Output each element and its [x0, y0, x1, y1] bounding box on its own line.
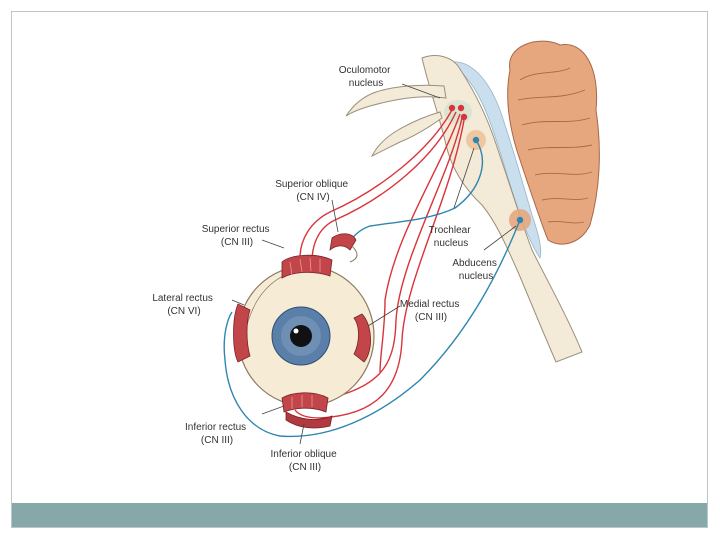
- label-inferior-rectus-line2: (CN III): [201, 435, 233, 446]
- label-lateral-rectus-line1: Lateral rectus: [152, 293, 213, 304]
- lateral-rectus-muscle: [233, 303, 251, 363]
- eyeball: [237, 265, 375, 407]
- label-superior-rectus-line1: Superior rectus: [202, 224, 270, 235]
- label-inferior-rectus-line1: Inferior rectus: [185, 422, 246, 433]
- label-medial-rectus-line1: Medial rectus: [400, 299, 459, 310]
- superior-rectus-muscle: [281, 254, 333, 279]
- abducens-nerve-cn6: [223, 219, 521, 438]
- medial-rectus-muscle: [353, 313, 371, 363]
- label-superior-oblique-line1: Superior oblique: [275, 179, 348, 190]
- leader-lines: [231, 83, 517, 445]
- label-oculomotor-nucleus: Oculomotor nucleus: [339, 65, 393, 89]
- label-superior-oblique: Superior oblique (CN IV): [275, 179, 351, 203]
- footer-bar: [12, 503, 707, 527]
- oculomotor-nucleus: [444, 100, 472, 124]
- label-trochlear-nucleus-line2: nucleus: [434, 238, 468, 249]
- label-abducens-nucleus: Abducens nucleus: [452, 258, 499, 282]
- label-oculomotor-nucleus-line1: Oculomotor: [339, 65, 391, 76]
- label-superior-rectus-line2: (CN III): [221, 237, 253, 248]
- label-abducens-nucleus-line2: nucleus: [459, 271, 493, 282]
- label-superior-oblique-line2: (CN IV): [296, 192, 329, 203]
- label-abducens-nucleus-line1: Abducens: [452, 258, 496, 269]
- inferior-oblique-muscle: [285, 411, 333, 429]
- superior-oblique-muscle: [329, 233, 358, 263]
- inferior-rectus-muscle: [281, 392, 329, 413]
- label-inferior-oblique: Inferior oblique (CN III): [271, 449, 340, 473]
- label-trochlear-nucleus-line1: Trochlear: [429, 225, 472, 236]
- label-medial-rectus-line2: (CN III): [415, 312, 447, 323]
- label-lateral-rectus-line2: (CN VI): [167, 306, 200, 317]
- label-medial-rectus: Medial rectus (CN III): [400, 299, 462, 323]
- midbrain-stubs: [345, 84, 447, 158]
- trochlear-nerve-cn4: [347, 139, 484, 245]
- label-trochlear-nucleus: Trochlear nucleus: [429, 225, 474, 249]
- label-inferior-oblique-line2: (CN III): [289, 462, 321, 473]
- label-lateral-rectus: Lateral rectus (CN VI): [152, 293, 215, 317]
- cerebellum: [507, 40, 600, 245]
- fourth-ventricle: [451, 61, 542, 259]
- label-oculomotor-nucleus-line2: nucleus: [349, 78, 383, 89]
- label-inferior-rectus: Inferior rectus (CN III): [185, 422, 249, 446]
- label-superior-rectus: Superior rectus (CN III): [202, 224, 273, 248]
- label-inferior-oblique-line1: Inferior oblique: [271, 449, 338, 460]
